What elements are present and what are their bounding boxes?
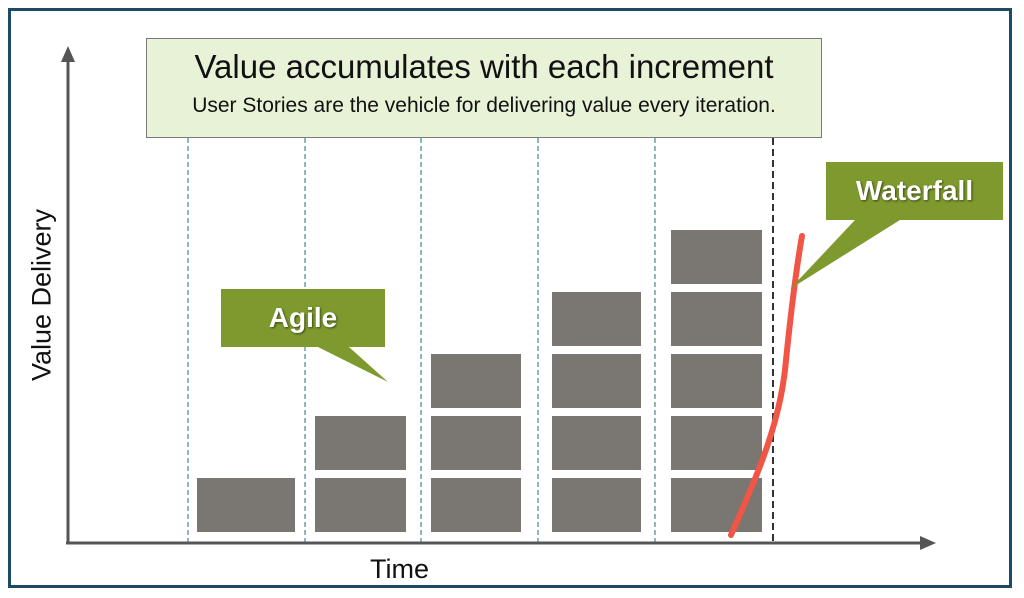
increment-block	[669, 414, 764, 472]
increment-block	[550, 414, 643, 472]
increment-block	[429, 414, 523, 472]
increment-block	[550, 476, 643, 534]
increment-block	[550, 290, 643, 348]
waterfall-curve	[728, 233, 805, 538]
iteration-guide-lines	[187, 138, 774, 543]
increment-block	[195, 476, 297, 534]
y-axis-label: Value Delivery	[26, 208, 57, 382]
increment-block	[669, 228, 764, 286]
increment-block	[669, 352, 764, 410]
increment-block	[669, 290, 764, 348]
increment-block	[429, 352, 523, 410]
diagram-title: Value accumulates with each increment	[194, 48, 774, 85]
agile-callout-label: Agile	[268, 302, 338, 333]
increment-block	[429, 476, 523, 534]
waterfall-callout-label: Waterfall	[855, 175, 974, 206]
increment-block	[550, 352, 643, 410]
y-axis-arrow	[61, 46, 75, 62]
agile-callout-bubble	[221, 289, 388, 382]
x-axis-arrow	[920, 536, 936, 550]
increment-block	[313, 476, 408, 534]
title-box: Value accumulates with each increment Us…	[146, 38, 822, 138]
x-axis-label: Time	[370, 554, 429, 584]
increment-block	[313, 414, 408, 472]
increment-block	[669, 476, 764, 534]
increment-blocks	[195, 228, 764, 534]
diagram-subtitle: User Stories are the vehicle for deliver…	[192, 94, 776, 117]
waterfall-callout-bubble	[790, 162, 1003, 289]
